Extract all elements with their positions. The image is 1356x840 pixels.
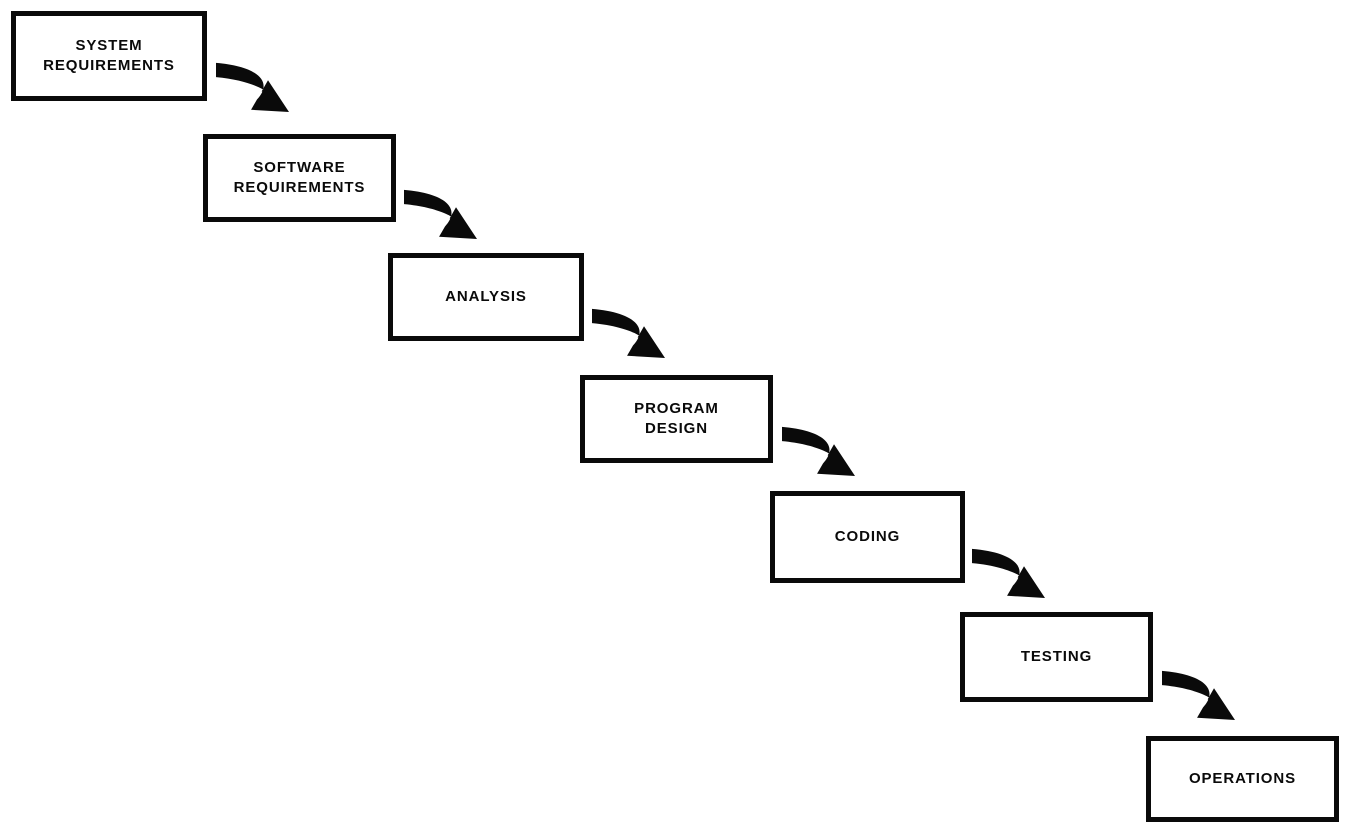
- stage-label-coding: CODING: [834, 528, 901, 546]
- stage-box-coding[interactable]: CODING: [770, 491, 965, 583]
- stage-box-testing[interactable]: TESTING: [960, 612, 1153, 702]
- arrow-system-to-software: [216, 62, 289, 112]
- stage-label-software-requirements: SOFTWARE REQUIREMENTS: [233, 159, 366, 196]
- arrow-testing-to-operations: [1162, 670, 1235, 720]
- stage-box-analysis[interactable]: ANALYSIS: [388, 253, 584, 341]
- stage-box-software-requirements[interactable]: SOFTWARE REQUIREMENTS: [203, 134, 396, 222]
- stage-box-program-design[interactable]: PROGRAM DESIGN: [580, 375, 773, 463]
- stage-box-operations[interactable]: OPERATIONS: [1146, 736, 1339, 822]
- stage-label-system-requirements: SYSTEM REQUIREMENTS: [43, 37, 175, 74]
- arrow-analysis-to-program-design: [592, 308, 665, 358]
- arrow-coding-to-testing: [972, 548, 1045, 598]
- arrow-software-to-analysis: [404, 189, 477, 239]
- stage-box-system-requirements[interactable]: SYSTEM REQUIREMENTS: [11, 11, 207, 101]
- stage-label-operations: OPERATIONS: [1188, 770, 1297, 788]
- stage-label-testing: TESTING: [1020, 648, 1093, 666]
- stage-label-analysis: ANALYSIS: [445, 288, 527, 306]
- stage-label-program-design: PROGRAM DESIGN: [634, 400, 719, 437]
- arrow-program-design-to-coding: [782, 426, 855, 476]
